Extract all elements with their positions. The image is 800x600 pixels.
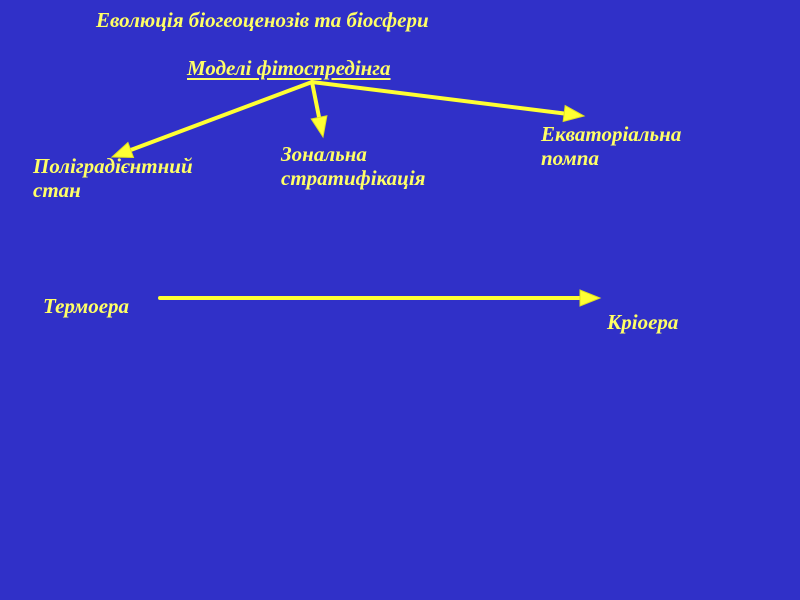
arrow-to-polygradient-head	[110, 141, 135, 158]
arrow-to-zonal-head	[310, 115, 328, 139]
node-polygradient-state: Поліградієнтний стан	[33, 154, 193, 202]
timeline-end-label: Кріоера	[607, 310, 679, 334]
node-zonal-line-2: стратифікація	[281, 166, 426, 191]
arrow-to-equatorial	[310, 80, 586, 123]
arrow-to-equatorial-shaft	[310, 80, 567, 116]
node-equatorial-line-2: помпа	[541, 146, 599, 171]
arrow-to-zonal	[310, 80, 328, 139]
arrow-to-equatorial-head	[562, 104, 586, 123]
timeline-start-label: Термоера	[43, 294, 130, 318]
node-equatorial-pump: Екваторіальна помпа	[541, 122, 681, 170]
node-zonal-line-1: Зональна	[281, 142, 367, 166]
slide-title: Еволюція біогеоценозів та біосфери	[96, 8, 429, 32]
arrow-timeline-head	[579, 289, 602, 307]
node-polygradient-line-2: стан	[33, 178, 81, 203]
models-heading: Моделі фітоспредінга	[187, 56, 391, 80]
node-zonal-stratification: Зональна стратифікація	[281, 142, 426, 190]
arrow-to-zonal-shaft	[310, 80, 322, 120]
node-equatorial-line-1: Екваторіальна	[541, 122, 682, 146]
arrow-timeline	[158, 289, 602, 307]
arrow-to-polygradient	[110, 80, 314, 158]
node-polygradient-line-1: Поліградієнтний	[33, 154, 193, 178]
arrow-to-polygradient-shaft	[128, 80, 314, 152]
